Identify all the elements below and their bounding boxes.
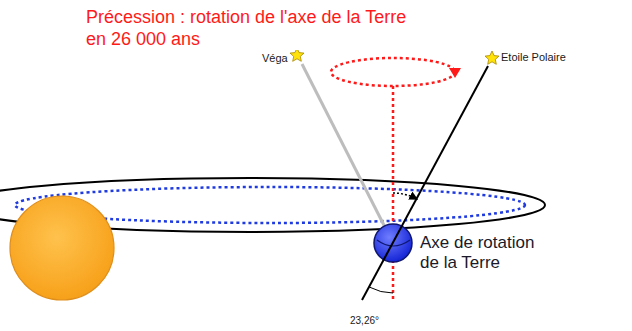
star-name-holder: Véga xyxy=(262,48,288,66)
rotation-arc xyxy=(393,193,417,199)
sun xyxy=(10,196,114,300)
axis-label-holder: Axe de rotation de la Terre xyxy=(420,233,556,273)
angle-value: 23,26° xyxy=(350,315,379,327)
axis-label: Axe de rotation de la Terre xyxy=(420,233,556,273)
tilt-angle-arc xyxy=(369,287,393,293)
star-name-holder: Etoile Polaire xyxy=(501,47,566,65)
diagram-title-holder: Précession : rotation de l'axe de la Ter… xyxy=(86,6,418,50)
precession-circle xyxy=(331,58,455,86)
star-name: Véga xyxy=(262,52,288,65)
star-name: Etoile Polaire xyxy=(501,51,566,64)
diagram-title: Précession : rotation de l'axe de la Ter… xyxy=(86,6,418,50)
angle-value-holder: 23,26° xyxy=(350,310,379,328)
future-axis xyxy=(302,64,393,243)
precession-arrowhead xyxy=(449,68,461,78)
polaris-star xyxy=(485,51,499,64)
